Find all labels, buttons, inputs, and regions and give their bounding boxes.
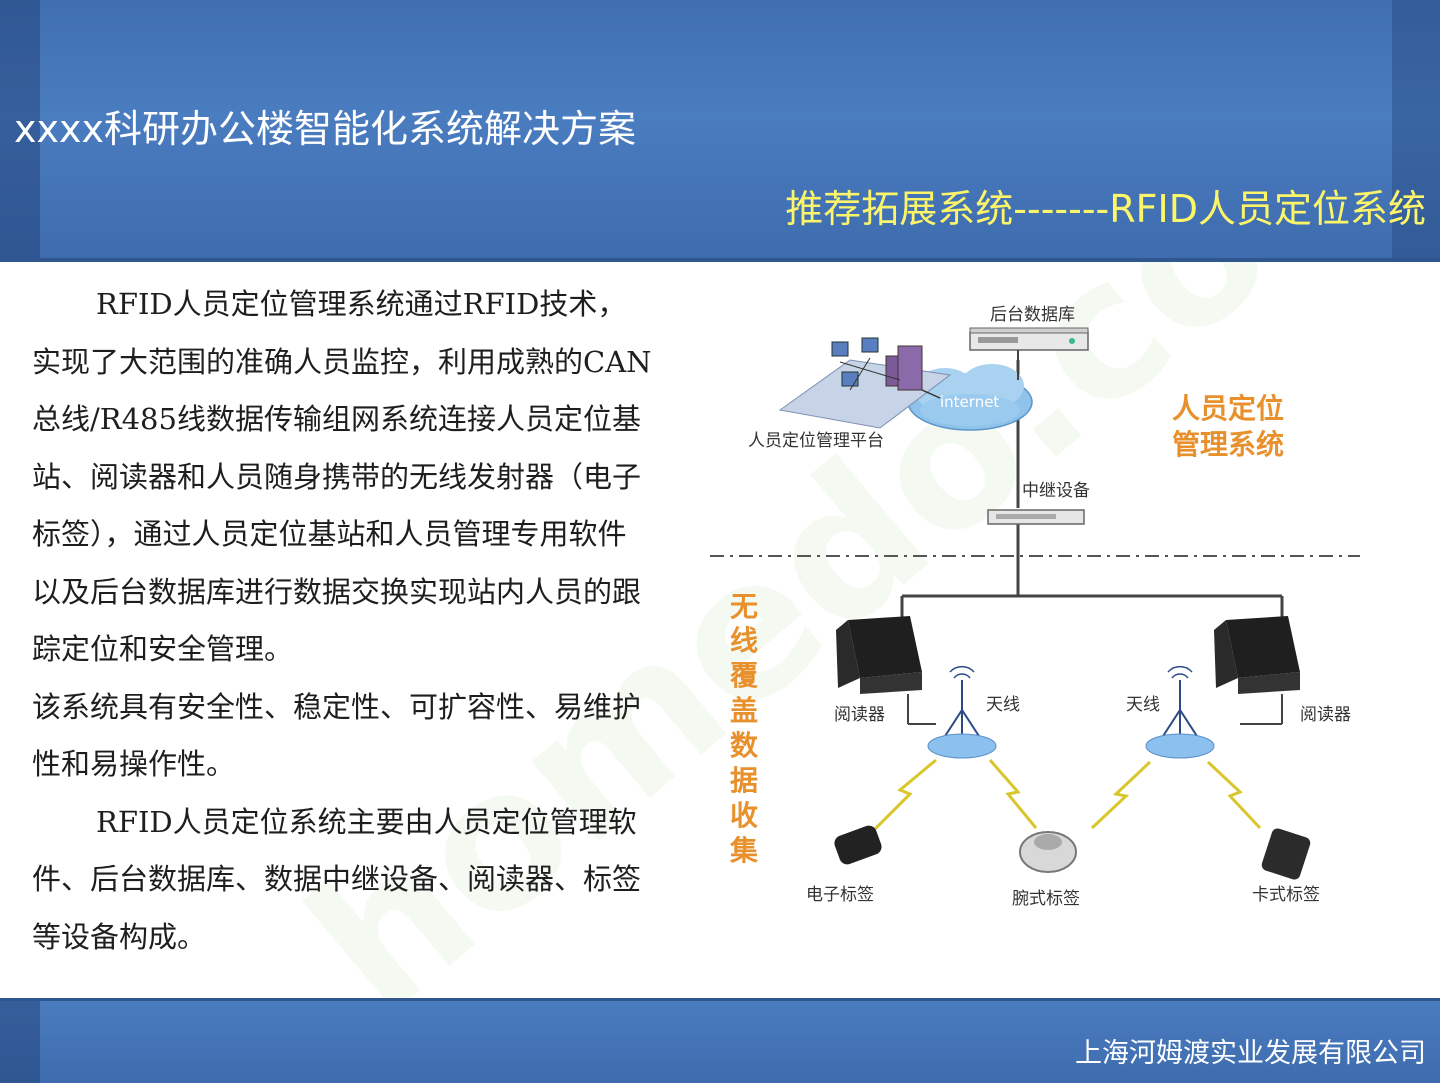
wireless-char: 无 <box>730 590 758 623</box>
tag-card-label: 卡式标签 <box>1252 885 1320 905</box>
paragraph-1: RFID人员定位管理系统通过RFID技术，实现了大范围的准确人员监控，利用成熟的… <box>32 287 652 666</box>
internet-label: internet <box>940 393 999 411</box>
page-subtitle: 推荐拓展系统-------RFID人员定位系统 <box>785 187 1426 231</box>
wireless-char: 收 <box>730 799 758 832</box>
wireless-char: 线 <box>730 624 758 657</box>
database-server-icon <box>969 327 1089 351</box>
wireless-signal-icons <box>872 758 1262 832</box>
wireless-char: 数 <box>730 729 759 762</box>
reader-left-icon <box>836 616 922 694</box>
footer-banner: 上海河姆渡实业发展有限公司 <box>0 998 1440 1083</box>
reader-right-label: 阅读器 <box>1300 705 1351 725</box>
database-label: 后台数据库 <box>990 305 1075 325</box>
wireless-char: 集 <box>729 834 758 867</box>
wireless-char: 据 <box>730 764 758 797</box>
platform-label: 人员定位管理平台 <box>748 431 884 451</box>
antenna-right-icon <box>1145 665 1215 759</box>
antenna-left-label: 天线 <box>986 695 1020 715</box>
reader-right-icon <box>1214 616 1300 694</box>
management-platform-icon <box>778 337 952 429</box>
header-right-band <box>1392 0 1440 258</box>
rfid-system-diagram: 后台数据库 internet 人员定位管理平台 人员定位 管理系统 中继设备 无… <box>710 305 1360 909</box>
system-label-line1: 人员定位 <box>1172 392 1284 425</box>
tag-electronic-label: 电子标签 <box>806 885 874 905</box>
header-left-band <box>0 0 40 258</box>
card-tag-icon <box>1261 828 1311 880</box>
wireless-char: 盖 <box>730 694 758 727</box>
electronic-tag-icon <box>834 825 882 865</box>
company-name: 上海河姆渡实业发展有限公司 <box>1075 1038 1426 1069</box>
body-text: RFID人员定位管理系统通过RFID技术，实现了大范围的准确人员监控，利用成熟的… <box>32 276 652 966</box>
paragraph-2: 该系统具有安全性、稳定性、可扩容性、易维护性和易操作性。 <box>32 689 642 782</box>
page-title: xxxx科研办公楼智能化系统解决方案 <box>14 107 636 151</box>
system-label-line2: 管理系统 <box>1172 428 1284 461</box>
reader-left-label: 阅读器 <box>834 705 885 725</box>
paragraph-3: RFID人员定位系统主要由人员定位管理软件、后台数据库、数据中继设备、阅读器、标… <box>32 804 642 954</box>
footer-left-band <box>0 1001 40 1083</box>
relay-device-icon <box>987 509 1085 525</box>
antenna-right-label: 天线 <box>1126 695 1160 715</box>
wrist-tag-icon <box>1019 831 1077 873</box>
relay-label: 中继设备 <box>1022 481 1090 501</box>
header-banner: xxxx科研办公楼智能化系统解决方案 推荐拓展系统-------RFID人员定位… <box>0 0 1440 262</box>
tag-wrist-label: 腕式标签 <box>1012 889 1080 909</box>
wireless-label: 无 线 覆 盖 数 据 收 集 <box>729 590 759 867</box>
wireless-char: 覆 <box>729 659 758 692</box>
antenna-left-icon <box>927 665 997 759</box>
